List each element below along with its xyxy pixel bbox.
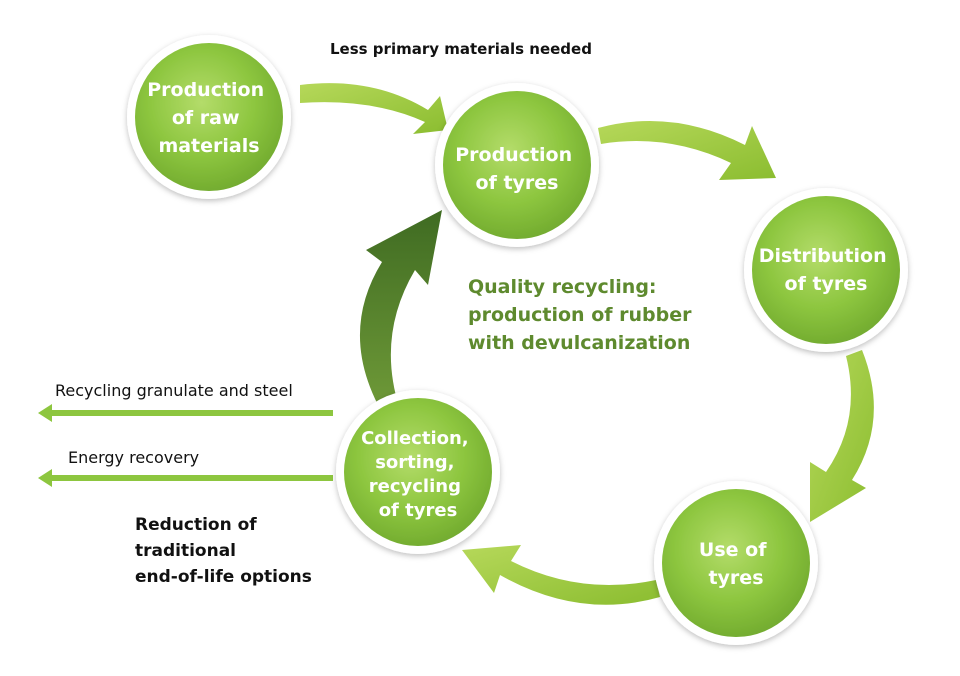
arrow-use-to-collection [462, 545, 660, 605]
recycling-granulate-label: Recycling granulate and steel [55, 381, 293, 400]
node-collection-label: Collection, sorting, recycling of tyres [361, 428, 475, 521]
arrow-raw-to-production [300, 83, 448, 134]
node-production-of-tyres-label: Production of tyres [455, 144, 579, 194]
node-collection-sorting-recycling [336, 390, 500, 554]
arrow-distribution-to-use [810, 350, 874, 522]
quality-recycling-label: Quality recycling: production of rubber … [468, 276, 698, 354]
arrow-energy-recovery [38, 469, 333, 487]
arrow-collection-to-production [359, 210, 442, 410]
arrow-production-to-distribution [598, 120, 776, 180]
node-raw-materials [127, 35, 291, 199]
energy-recovery-label: Energy recovery [68, 448, 199, 467]
arrow-recycling-granulate [38, 404, 333, 422]
node-raw-materials-label: Production of raw materials [147, 79, 271, 157]
node-use-of-tyres-label: Use of tyres [699, 539, 773, 589]
reduction-label: Reduction of traditional end-of-life opt… [135, 515, 312, 587]
node-production-of-tyres [435, 83, 599, 247]
node-distribution-of-tyres-label: Distribution of tyres [759, 245, 894, 295]
node-use-of-tyres [654, 481, 818, 645]
less-primary-materials-label: Less primary materials needed [330, 40, 592, 58]
node-distribution-of-tyres [744, 188, 908, 352]
